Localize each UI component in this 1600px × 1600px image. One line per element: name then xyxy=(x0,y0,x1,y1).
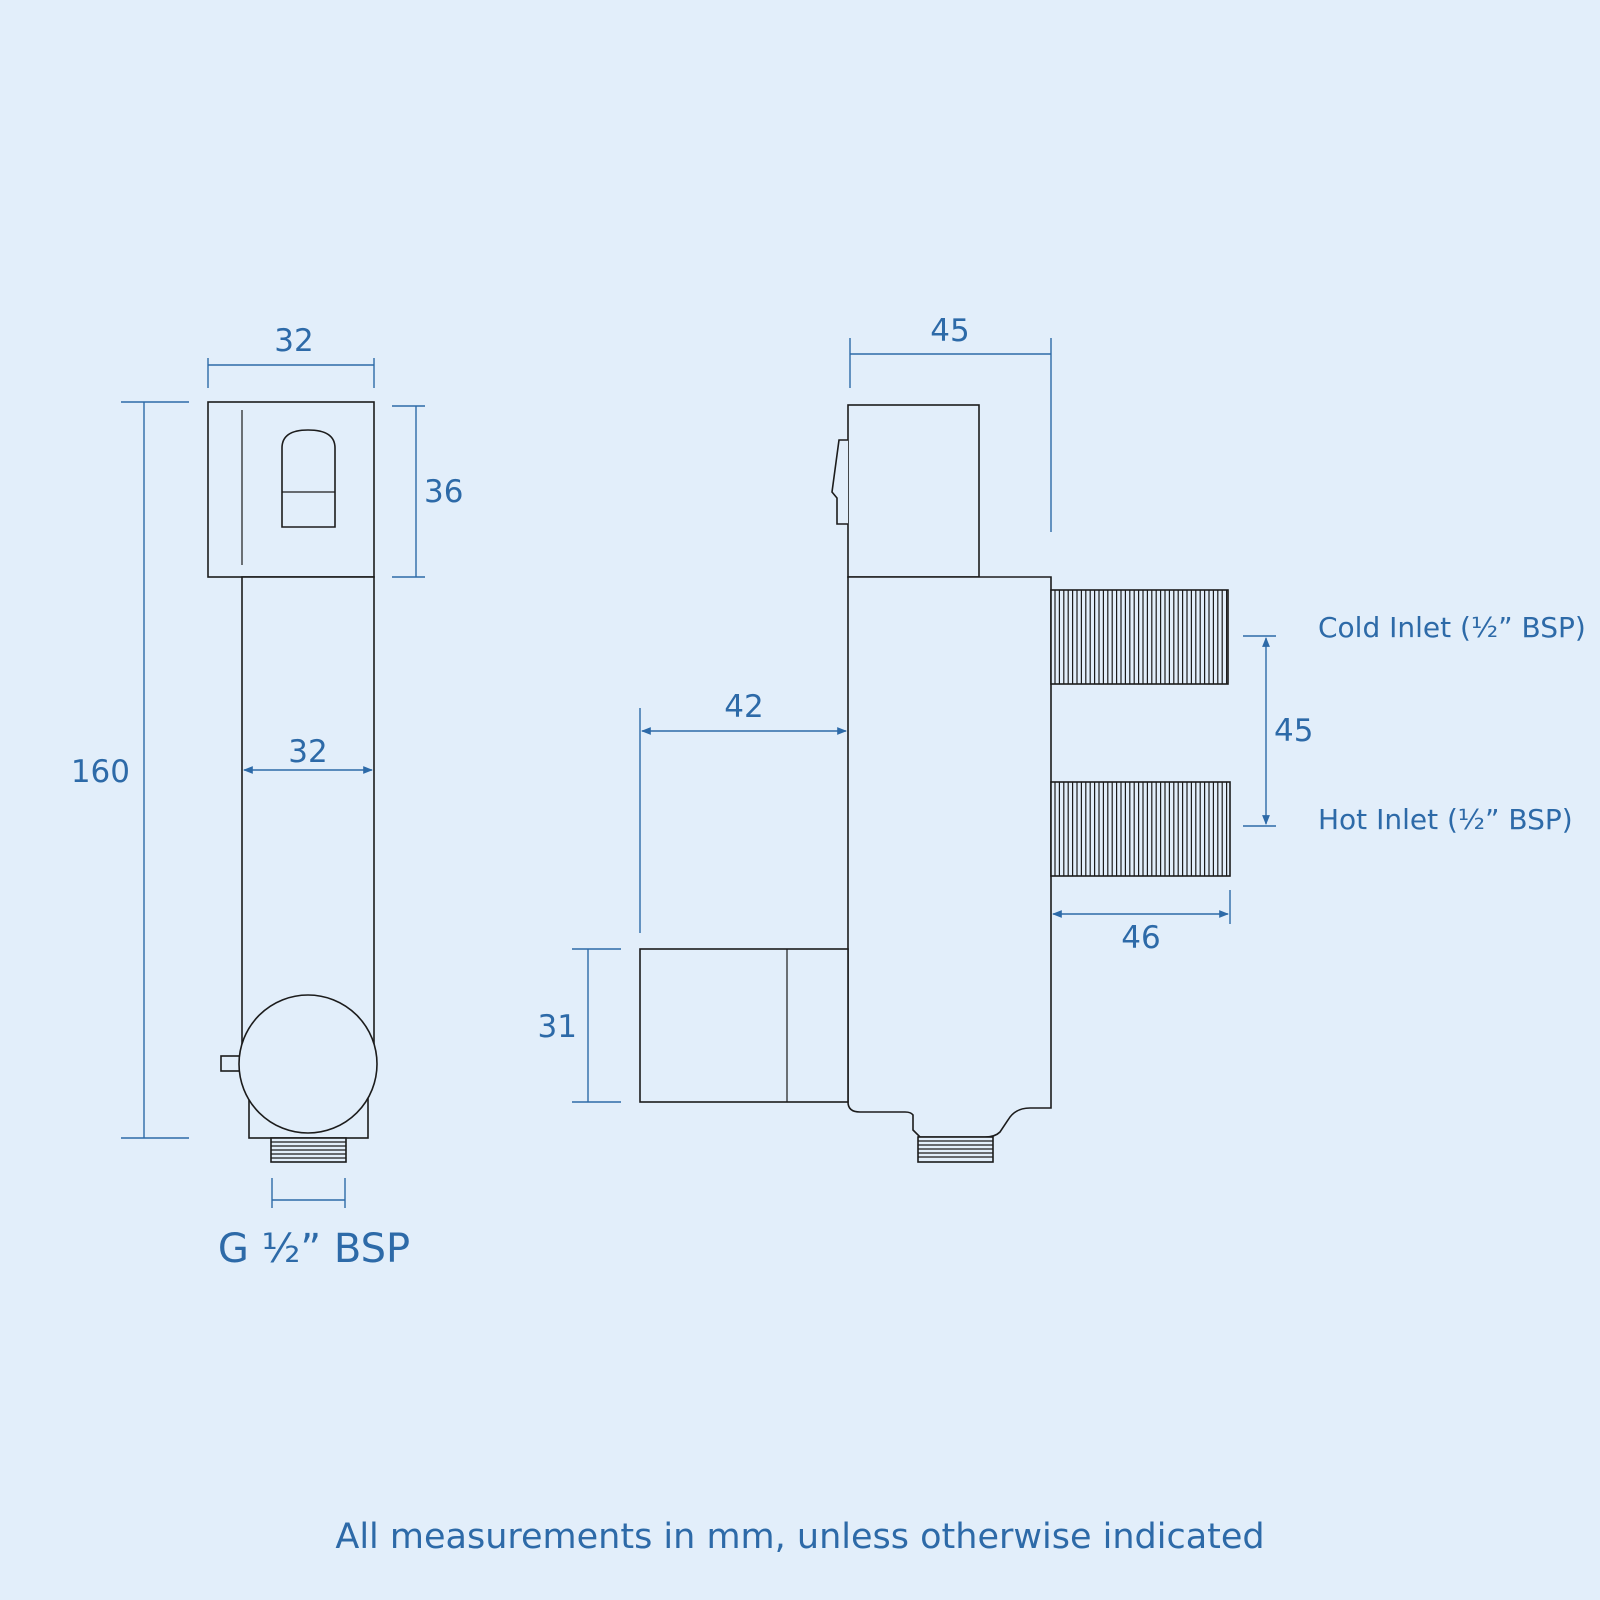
side-view: 45 42 31 45 46 Cold Inlet (½” B xyxy=(538,313,1586,1163)
dim-front-head-height-label: 36 xyxy=(424,474,463,510)
dim-front-top-width-label: 32 xyxy=(274,323,313,359)
dim-front-body-width-label: 32 xyxy=(288,734,327,770)
footer-note: All measurements in mm, unless otherwise… xyxy=(335,1517,1264,1557)
dim-front-connection-label: G ½” BSP xyxy=(218,1226,410,1272)
dim-side-depth-label: 45 xyxy=(930,313,969,349)
front-knob xyxy=(238,994,378,1134)
side-handle xyxy=(639,948,849,1103)
dim-side-inlet-length: 46 xyxy=(1052,890,1231,956)
side-body xyxy=(847,576,1052,1138)
dim-side-inlet-length-label: 46 xyxy=(1121,920,1160,956)
dim-side-projection-label: 42 xyxy=(724,689,763,725)
dim-front-overall-height: 160 xyxy=(71,401,189,1139)
front-switch xyxy=(281,429,336,528)
side-lever xyxy=(831,439,848,525)
dim-front-overall-height-label: 160 xyxy=(71,754,130,790)
dim-side-depth: 45 xyxy=(849,313,1052,532)
dim-side-inlet-spacing: 45 xyxy=(1243,635,1313,827)
front-body xyxy=(241,576,375,1048)
dim-front-top-width: 32 xyxy=(207,323,375,388)
dim-front-connection: G ½” BSP xyxy=(218,1178,410,1272)
dim-front-body-width: 32 xyxy=(243,734,373,774)
dim-front-head-height: 36 xyxy=(392,405,463,578)
dim-side-inlet-spacing-label: 45 xyxy=(1274,713,1313,749)
dim-side-handle-height: 31 xyxy=(538,948,621,1103)
dim-side-handle-height-label: 31 xyxy=(538,1009,577,1045)
side-head xyxy=(847,404,980,578)
front-thread xyxy=(270,1137,347,1163)
front-view: 32 36 160 32 G ½” BSP xyxy=(71,323,464,1272)
cold-inlet-fitting xyxy=(1050,589,1229,685)
dim-side-projection: 42 xyxy=(639,689,847,933)
hot-inlet-label: Hot Inlet (½” BSP) xyxy=(1318,803,1573,836)
side-thread xyxy=(917,1136,994,1163)
cold-inlet-label: Cold Inlet (½” BSP) xyxy=(1318,611,1586,644)
hot-inlet-fitting xyxy=(1050,781,1231,877)
